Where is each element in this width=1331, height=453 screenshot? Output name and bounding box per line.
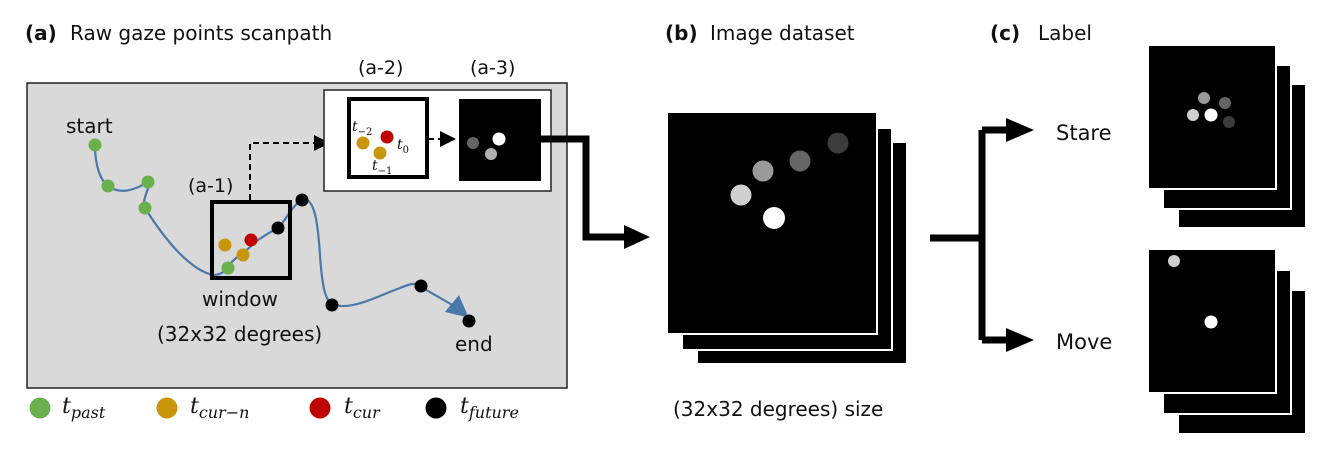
start-label: start <box>66 114 113 138</box>
stare-image-stack <box>1147 44 1307 229</box>
future-point <box>462 314 476 328</box>
dataset-dot <box>763 207 785 229</box>
stare-dot <box>1223 116 1235 128</box>
window-caption-line1: window <box>202 287 278 311</box>
past-point <box>101 179 115 193</box>
a3-dot <box>492 132 506 146</box>
flow-arrow-to-dataset <box>541 135 628 241</box>
cur-n-point <box>218 238 232 252</box>
zoom-cur-n-point <box>373 146 387 160</box>
label-a3: (a-3) <box>470 57 515 79</box>
stare-dot <box>1219 97 1231 109</box>
past-point <box>141 175 155 189</box>
future-point <box>325 298 339 312</box>
branch-arrow-head-bottom <box>1006 328 1034 352</box>
cur-point <box>244 233 258 247</box>
branch-connector <box>930 126 1010 344</box>
legend-cur-n-label: tcur−n <box>190 394 249 422</box>
legend-cur-label: tcur <box>344 394 381 422</box>
dataset-dot <box>827 132 849 154</box>
panel-a-tag: (a) <box>25 21 57 45</box>
stare-dot <box>1187 109 1199 121</box>
move-label: Move <box>1056 330 1112 354</box>
zoom-cur-point <box>380 130 394 144</box>
panel-b-title: Image dataset <box>710 21 855 45</box>
legend-past-swatch <box>29 397 51 419</box>
legend-future-label: tfuture <box>460 394 519 422</box>
panel-b-tag: (b) <box>665 21 698 45</box>
past-point <box>88 138 102 152</box>
panel-c-tag: (c) <box>990 21 1020 45</box>
label-t0: t0 <box>397 137 409 156</box>
end-label: end <box>455 332 493 356</box>
panel-a-title: Raw gaze points scanpath <box>70 21 332 45</box>
window-box <box>210 200 292 280</box>
window-label-a1: (a-1) <box>188 175 233 197</box>
legend-future-swatch <box>425 397 447 419</box>
zoom-cur-n-point <box>356 136 370 150</box>
a3-dot <box>485 148 497 160</box>
dataset-size-caption: (32x32 degrees) size <box>673 397 883 421</box>
legend-past-label: tpast <box>62 394 106 422</box>
flow-arrow-head <box>624 225 650 249</box>
a3-dot <box>467 137 479 149</box>
panel-c-title: Label <box>1038 21 1092 45</box>
label-a2: (a-2) <box>358 57 403 79</box>
past-point <box>138 201 152 215</box>
branch-arrow-head-top <box>1006 118 1034 142</box>
window-caption-line2: (32x32 degrees) <box>157 322 322 346</box>
label-t-minus2: t−2 <box>352 119 372 138</box>
move-dot <box>1204 315 1218 329</box>
legend-cur-n-swatch <box>156 397 178 419</box>
legend-cur-swatch <box>309 397 331 419</box>
move-image-stack <box>1147 248 1307 435</box>
label-t-minus1: t−1 <box>372 158 392 177</box>
dataset-dot <box>752 160 774 182</box>
dataset-dot <box>789 150 811 172</box>
stare-dot <box>1204 108 1218 122</box>
legend: tpast tcur−n tcur tfuture <box>29 394 519 422</box>
move-dot <box>1168 255 1180 267</box>
dataset-dot <box>730 184 752 206</box>
future-point <box>295 193 309 207</box>
image-dataset-stack <box>666 111 908 365</box>
past-point <box>221 261 235 275</box>
future-point <box>414 279 428 293</box>
stare-dot <box>1198 92 1210 104</box>
cur-n-point <box>236 248 250 262</box>
stare-label: Stare <box>1056 121 1112 145</box>
future-point <box>271 221 285 235</box>
